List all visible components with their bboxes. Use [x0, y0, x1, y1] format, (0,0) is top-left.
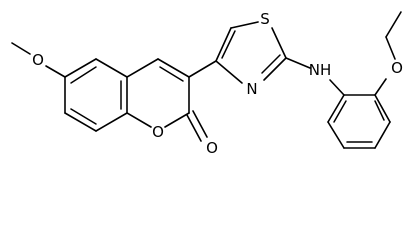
methoxy-oxygen-label: O — [32, 51, 44, 69]
thiazole-nitrogen-label: N — [246, 80, 257, 98]
thiazole-ring — [188, 21, 287, 84]
ethoxy-group — [374, 11, 402, 96]
pyranone-ring — [126, 58, 208, 142]
ethoxy-oxygen-label: O — [391, 59, 403, 77]
amine-nh-label: NH — [309, 61, 332, 79]
thiazole-sulfur-label: S — [260, 10, 270, 28]
carbonyl-oxygen-label: O — [206, 139, 218, 157]
methoxy-group — [11, 42, 66, 78]
amine-linker — [285, 57, 345, 96]
molecule-diagram: O O O S N NH O — [11, 10, 403, 157]
lactone-oxygen-label: O — [152, 123, 164, 141]
phenyl-ring — [327, 94, 391, 149]
coumarin-benzene-ring — [64, 58, 128, 132]
structure-drawing: O O O S N NH O — [11, 10, 403, 157]
